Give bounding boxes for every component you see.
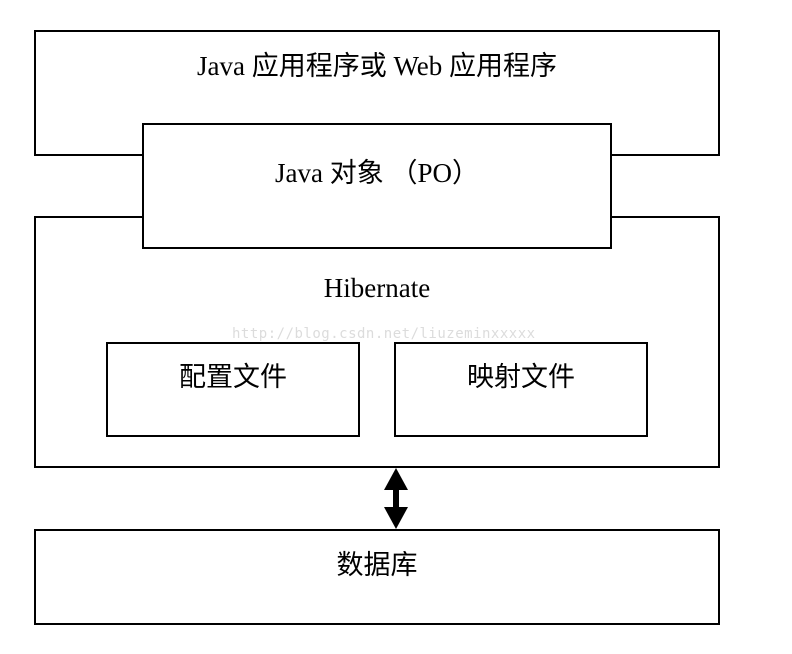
config-file-label: 配置文件 <box>179 362 287 392</box>
java-object-po-box: Java 对象 （PO） <box>142 123 612 249</box>
database-box: 数据库 <box>34 529 720 625</box>
hibernate-label: Hibernate <box>323 273 431 303</box>
java-application-label: Java 应用程序或 Web 应用程序 <box>196 51 558 81</box>
mapping-file-box: 映射文件 <box>394 342 648 437</box>
bidirectional-arrow-icon <box>384 468 408 529</box>
database-label: 数据库 <box>336 550 418 580</box>
java-object-po-label: Java 对象 （PO） <box>275 158 479 188</box>
config-file-box: 配置文件 <box>106 342 360 437</box>
watermark-text: http://blog.csdn.net/liuzeminxxxxx <box>232 326 536 342</box>
mapping-file-label: 映射文件 <box>467 362 575 392</box>
